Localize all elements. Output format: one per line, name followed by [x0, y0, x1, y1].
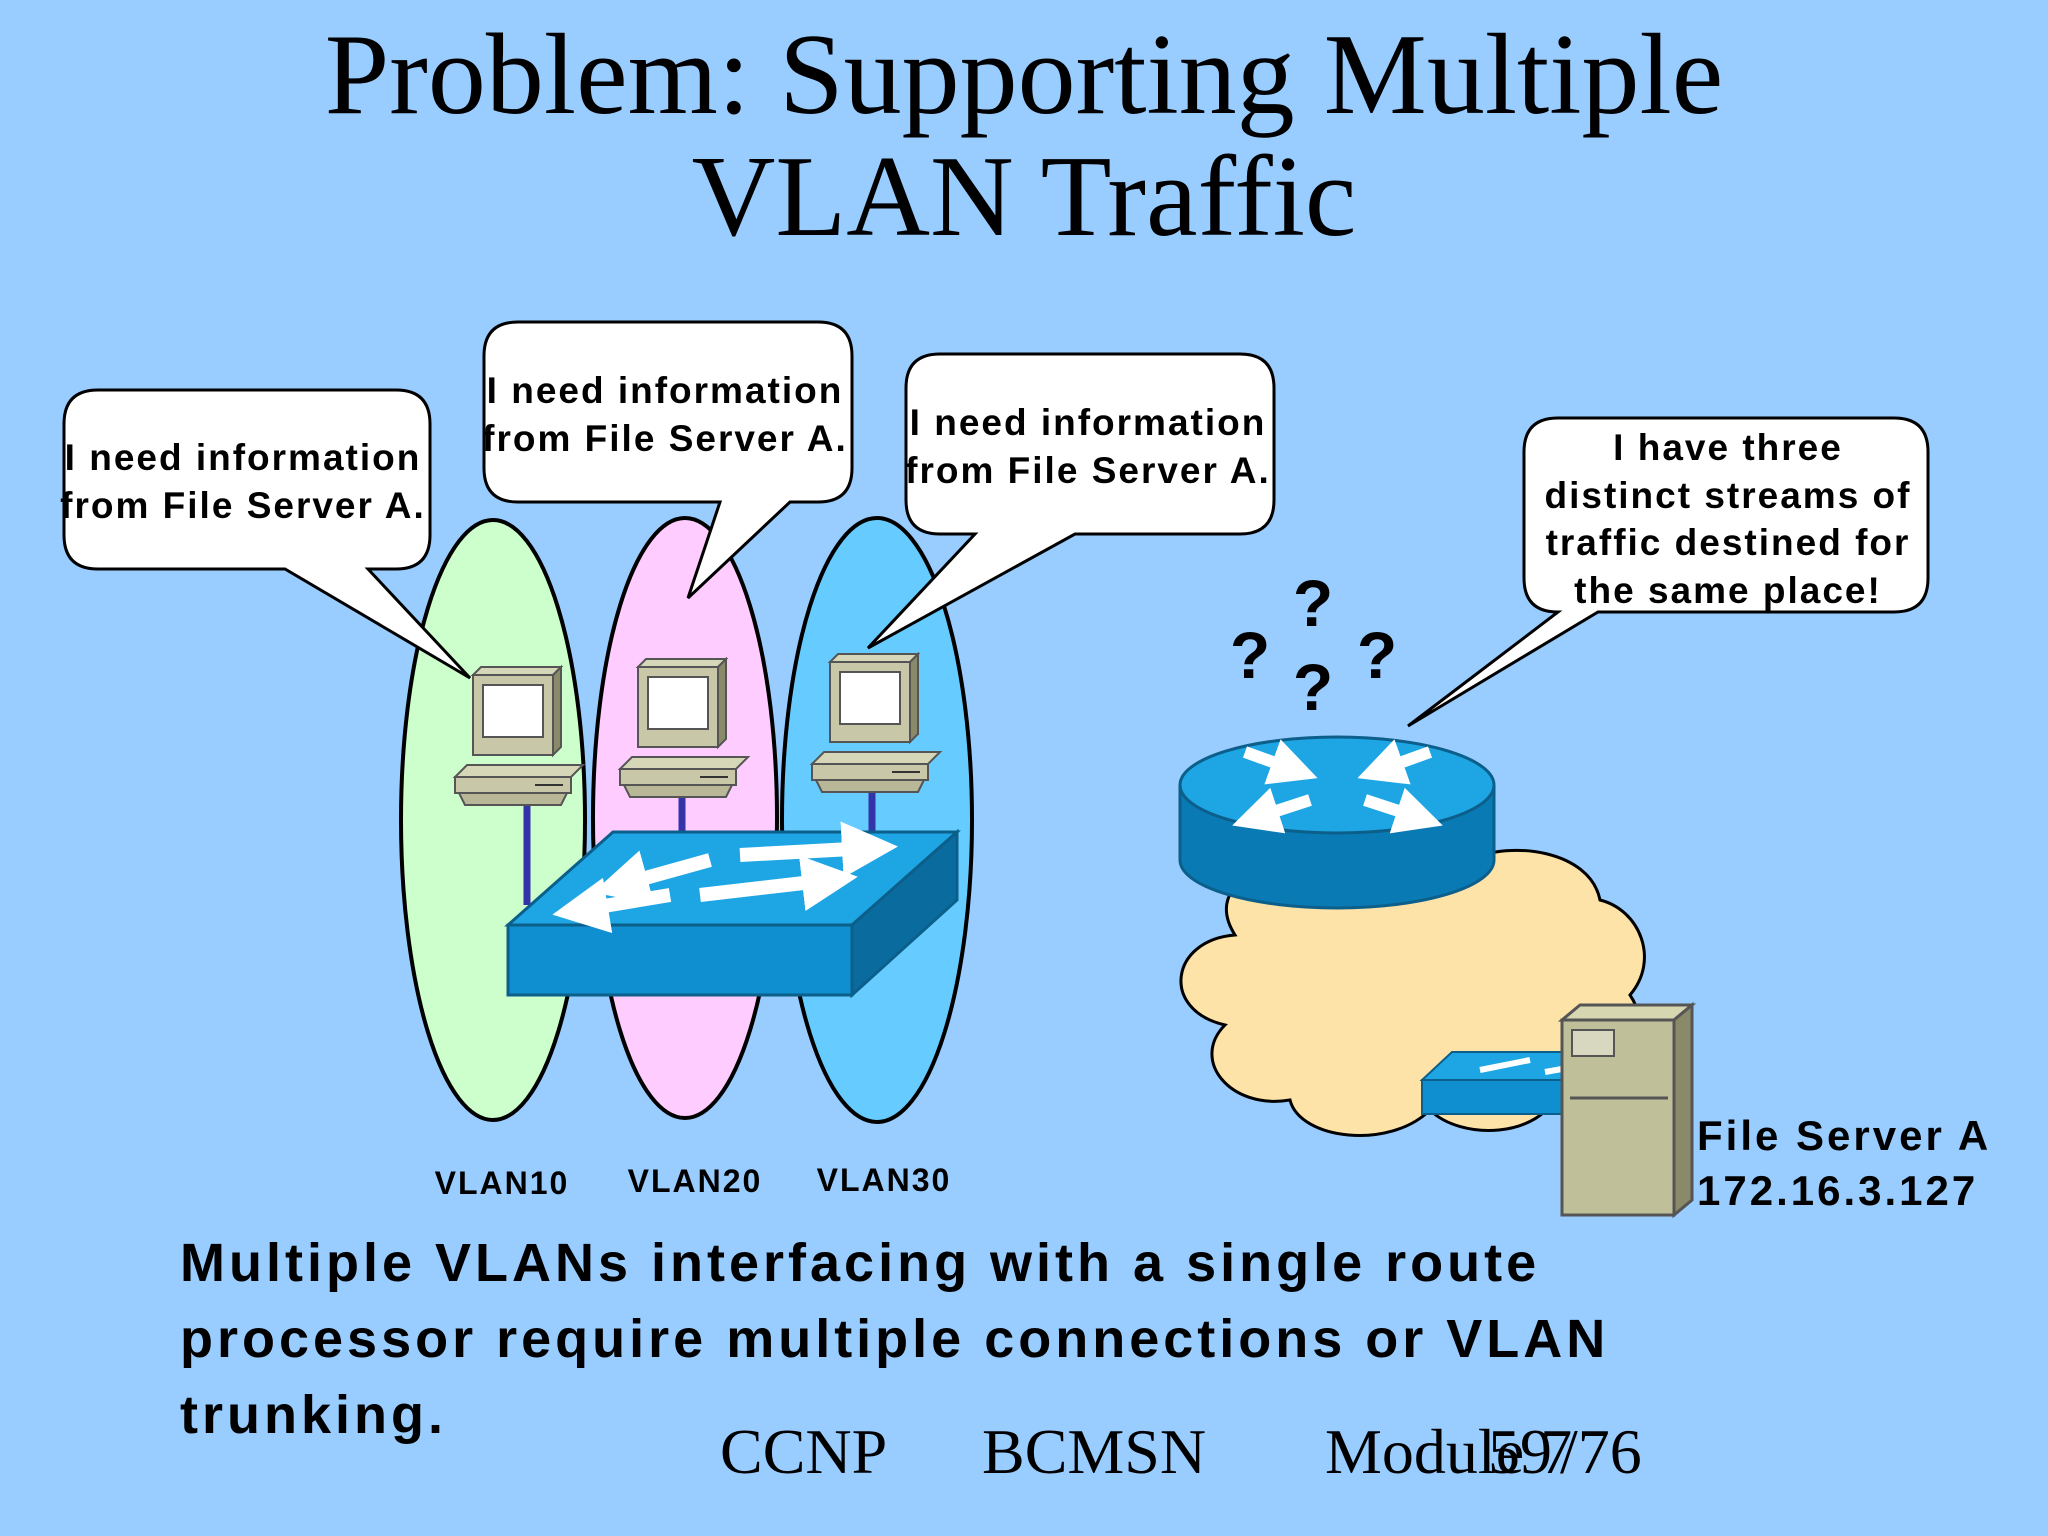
caption-line-3: trunking. [180, 1385, 447, 1445]
pc-icon [452, 664, 586, 806]
pc-icon [617, 656, 751, 798]
vlan30-ellipse [780, 516, 974, 1124]
speech-bubble-3 [866, 352, 1276, 650]
footer-page-total: /76 [1560, 1416, 1642, 1487]
router-bubble-line-3: traffic destined for [1546, 522, 1911, 563]
caption-line-2: processor require multiple connections o… [180, 1309, 1610, 1369]
vlan10-label: VLAN10 [435, 1165, 570, 1201]
server-ip-label: 172.16.3.127 [1697, 1167, 1978, 1214]
server-name-label: File Server A [1697, 1112, 1991, 1159]
footer-page-number: 59 [1488, 1416, 1552, 1487]
pc-icon [809, 651, 943, 793]
router-icon [1178, 735, 1496, 910]
switch-icon [504, 821, 961, 999]
bubble-1-line-2: from File Server A. [60, 485, 426, 526]
bubble-3-line-1: I need information [910, 402, 1267, 443]
router-bubble-line-2: distinct streams of [1545, 475, 1912, 516]
footer-bcmsn: BCMSN [982, 1416, 1207, 1487]
question-mark: ? [1357, 618, 1397, 692]
title-line-2: VLAN Traffic [691, 133, 1357, 261]
question-mark: ? [1293, 566, 1333, 640]
bubble-3-line-2: from File Server A. [905, 450, 1271, 491]
bubble-2-line-2: from File Server A. [482, 418, 848, 459]
vlan10-ellipse [399, 518, 587, 1122]
bubble-2-line-1: I need information [487, 370, 844, 411]
footer-module: Module 7 [1325, 1416, 1573, 1487]
question-mark: ? [1293, 650, 1333, 724]
router-bubble-line-4: the same place! [1574, 570, 1882, 611]
vlan20-label: VLAN20 [628, 1163, 763, 1199]
vlan30-label: VLAN30 [817, 1162, 952, 1198]
footer-ccnp: CCNP [720, 1416, 888, 1487]
bubble-1-line-1: I need information [65, 437, 422, 478]
router-speech-bubble [1407, 416, 1930, 728]
server-icon [1557, 1001, 1697, 1219]
question-mark: ? [1230, 618, 1270, 692]
title-line-1: Problem: Supporting Multiple [324, 11, 1724, 139]
speech-bubble-2 [482, 320, 854, 600]
speech-bubble-1 [62, 388, 472, 680]
caption-line-1: Multiple VLANs interfacing with a single… [180, 1233, 1541, 1293]
router-bubble-line-1: I have three [1613, 427, 1843, 468]
caption: Multiple VLANs interfacing with a single… [180, 1225, 1780, 1453]
